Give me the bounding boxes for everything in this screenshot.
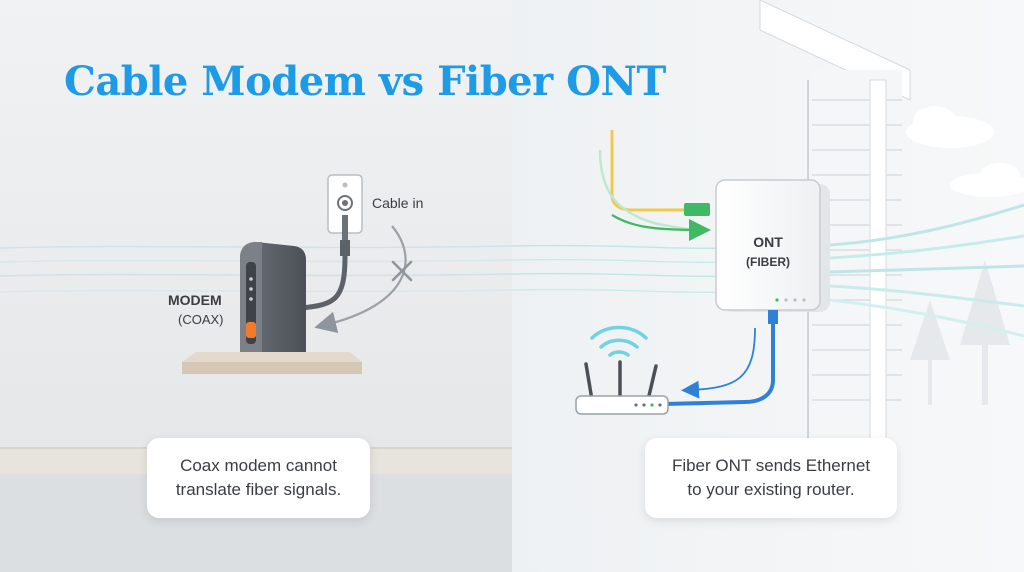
signal-waves xyxy=(0,203,1024,338)
ont-box-icon xyxy=(715,179,830,312)
caption-right: Fiber ONT sends Ethernet to your existin… xyxy=(645,438,897,518)
caption-left-line1: Coax modem cannot xyxy=(180,456,337,475)
modem-label: MODEM xyxy=(168,292,222,308)
wifi-icon xyxy=(590,325,648,357)
cable-in-label: Cable in xyxy=(372,195,423,211)
ethernet-connector xyxy=(768,310,778,324)
ont-sublabel: (FIBER) xyxy=(746,255,790,269)
caption-left-line2: translate fiber signals. xyxy=(175,480,342,499)
cloud-icon xyxy=(906,106,1024,197)
caption-right-line1: Fiber ONT sends Ethernet xyxy=(671,456,871,475)
caption-right-line2: to your existing router. xyxy=(687,480,855,499)
ethernet-arrow xyxy=(681,327,756,399)
caption-left: Coax modem cannot translate fiber signal… xyxy=(147,438,370,518)
blocked-signal-arrow xyxy=(314,225,407,334)
x-mark-icon xyxy=(391,260,413,282)
fiber-signal-arrow xyxy=(611,214,711,241)
modem-sublabel: (COAX) xyxy=(178,312,224,327)
shelf xyxy=(182,352,362,374)
ont-label: ONT xyxy=(753,234,783,250)
router-icon xyxy=(575,360,669,415)
modem-icon xyxy=(240,242,306,352)
ethernet-cable xyxy=(663,324,775,406)
fiber-connector xyxy=(684,203,710,216)
page-title: Cable Modem vs Fiber ONT xyxy=(64,58,666,105)
